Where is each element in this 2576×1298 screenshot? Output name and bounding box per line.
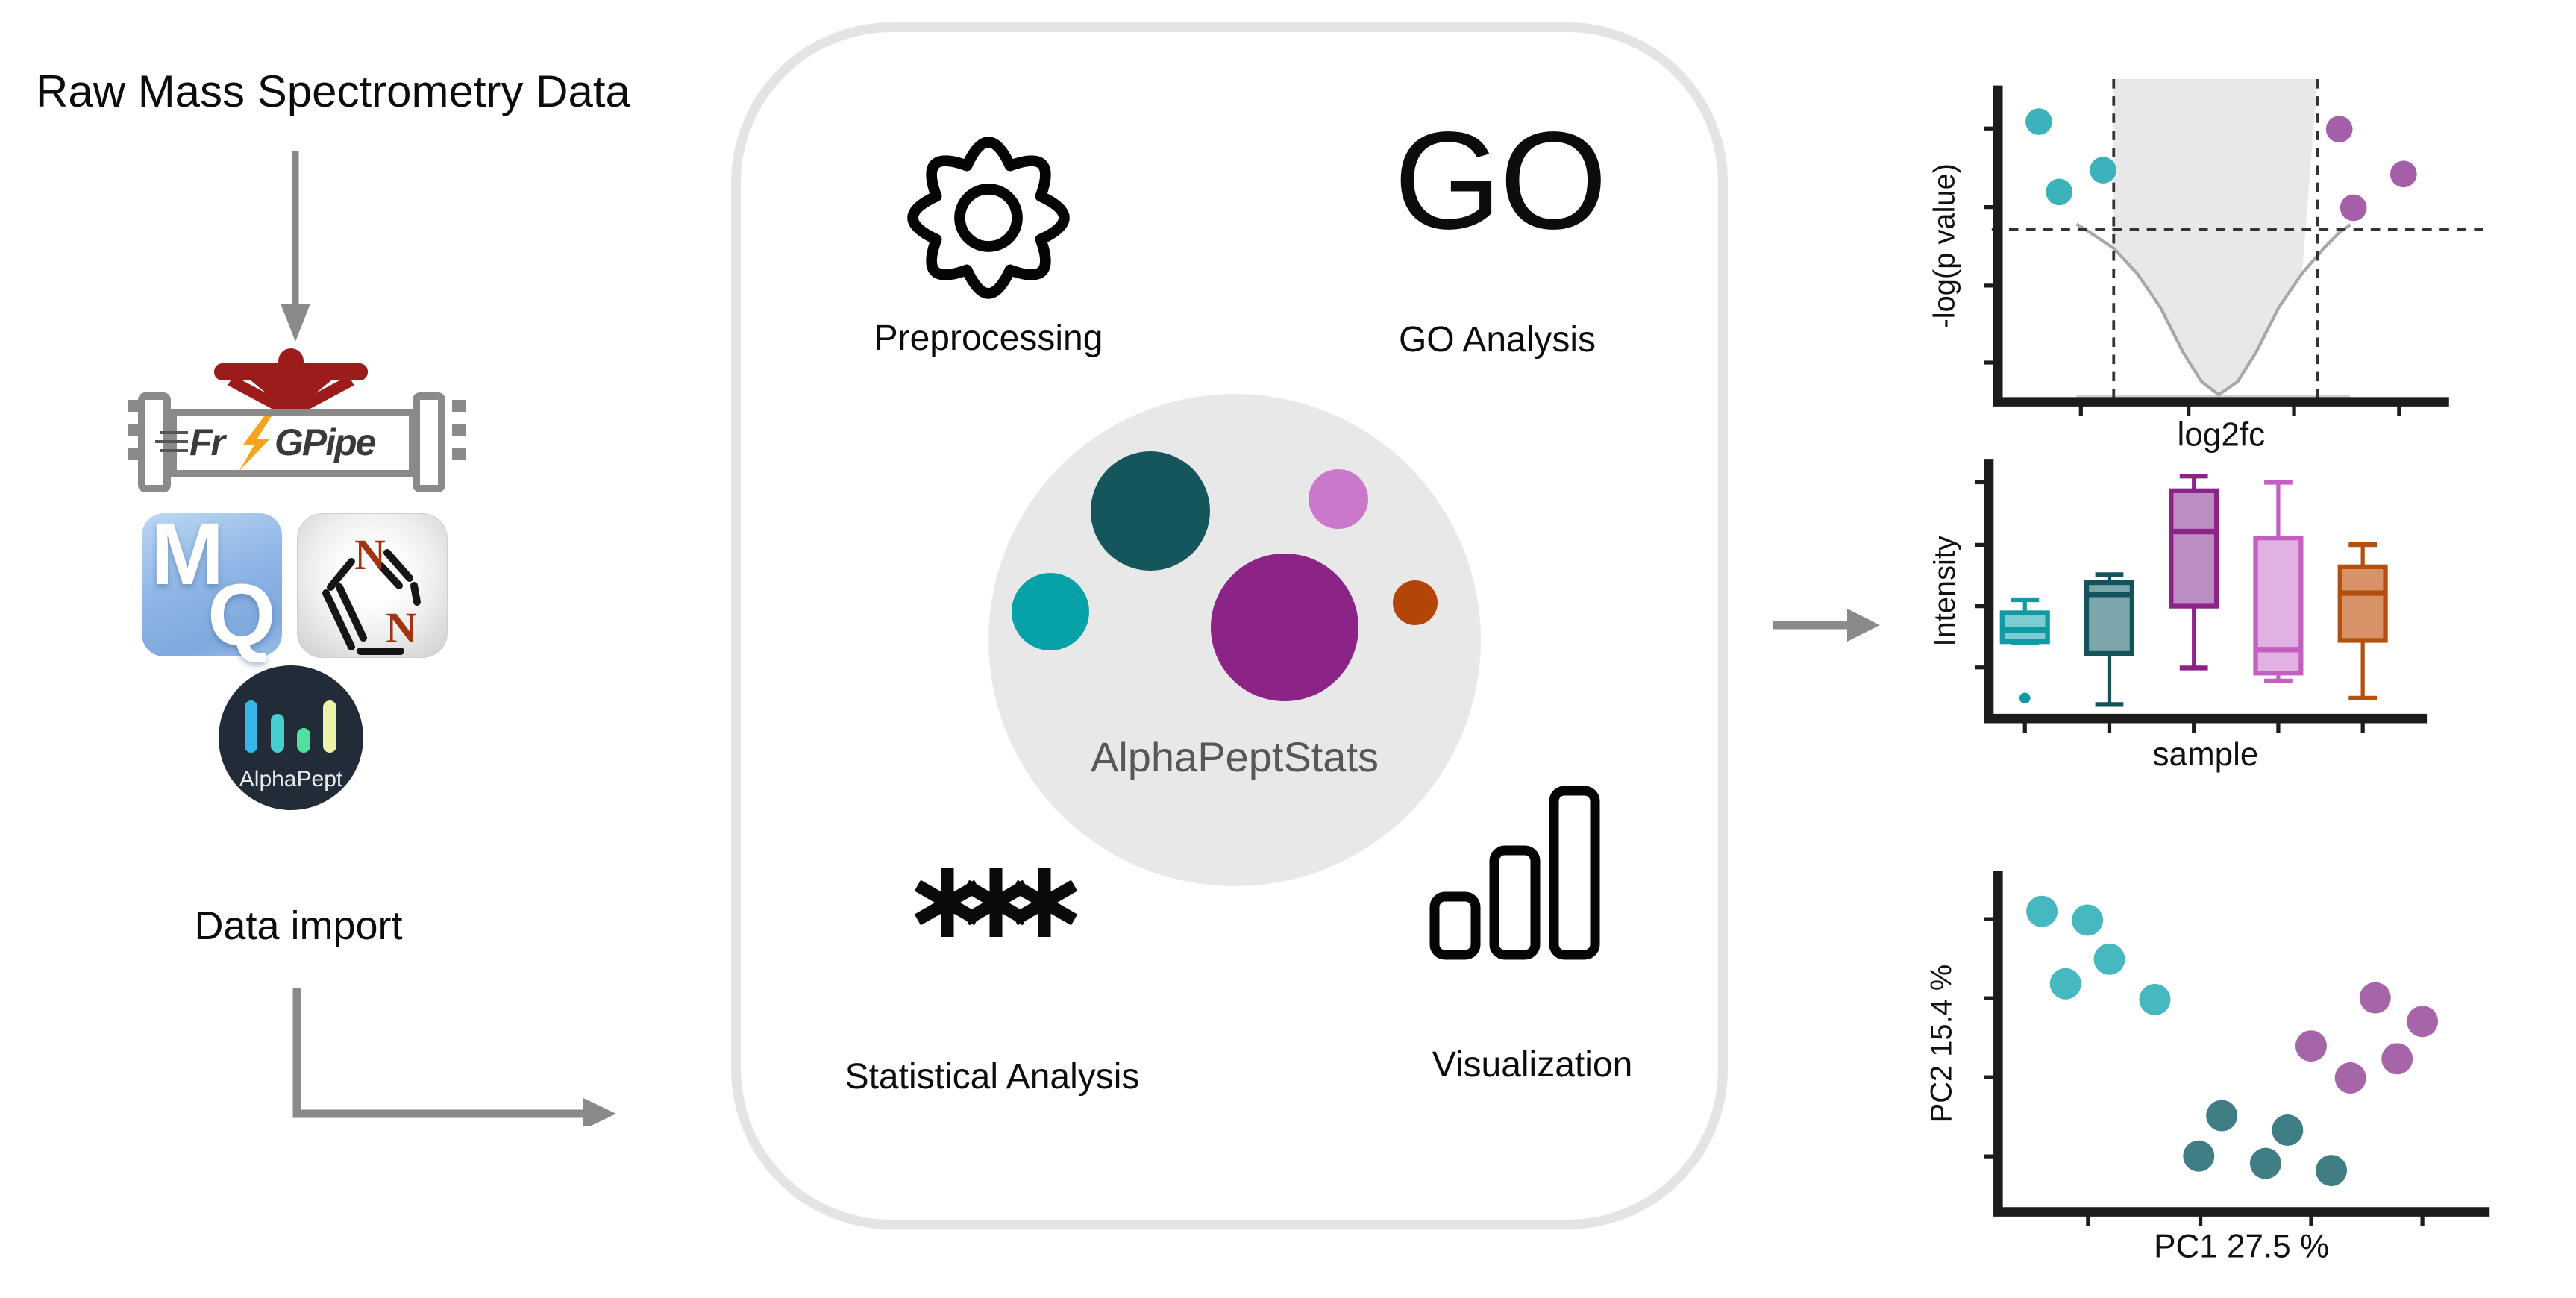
alphapept-bars-icon: AlphaPept	[239, 700, 343, 791]
maxquant-logo: M Q	[142, 505, 282, 665]
down-arrow-icon	[281, 151, 310, 342]
data-point	[2359, 982, 2391, 1014]
data-point	[2389, 160, 2417, 188]
data-point	[2325, 116, 2353, 142]
alphapeptstats-title: AlphaPeptStats	[1090, 733, 1379, 780]
preprocessing-label: Preprocessing	[874, 319, 1103, 358]
fragpipe-logo: Fr GPipe	[128, 348, 466, 492]
box	[2253, 536, 2304, 676]
volcano-plot: log2fc -log(p value)	[1928, 79, 2486, 453]
asterisks-icon	[914, 868, 1078, 937]
data-point	[2249, 1147, 2281, 1179]
data-point	[2072, 904, 2104, 936]
fragpipe-text-left: Fr	[189, 421, 228, 463]
data-point	[2340, 194, 2367, 222]
data-point	[2316, 1155, 2348, 1187]
statistical-analysis-label: Statistical Analysis	[844, 1057, 1140, 1097]
axis-label: log2fc	[2178, 416, 2266, 453]
alphapept-label: AlphaPept	[239, 767, 343, 791]
bubble-purple	[1211, 554, 1358, 701]
data-point	[2139, 983, 2171, 1015]
fragpipe-text-right: GPipe	[275, 421, 376, 463]
axis-label: sample	[2152, 736, 2258, 773]
axis-label: Intensity	[1928, 536, 1961, 646]
data-point	[2046, 178, 2073, 206]
bubble-dark-teal	[1091, 451, 1210, 571]
data-point	[2206, 1100, 2238, 1132]
data-point	[2407, 1006, 2439, 1038]
bubble-teal	[1012, 573, 1089, 650]
data-point	[2295, 1030, 2327, 1062]
data-point	[2334, 1062, 2366, 1094]
visualization-label: Visualization	[1432, 1045, 1633, 1085]
maxquant-letter-m: M	[151, 505, 225, 603]
alphapept-logo: AlphaPept	[219, 665, 363, 810]
outlier-point	[2019, 692, 2031, 704]
valve-handle	[214, 363, 368, 380]
data-import-label: Data import	[194, 903, 403, 948]
flow-arrow-icon	[1773, 609, 1880, 642]
lightning-bolt-icon	[239, 416, 272, 471]
box	[2337, 564, 2388, 643]
bar-chart-icon	[1429, 786, 1600, 960]
bubble-rust	[1393, 580, 1438, 625]
box	[2169, 488, 2219, 609]
nitrogen-atom-bottom: N	[386, 603, 417, 652]
elbow-arrow-icon	[292, 988, 616, 1126]
data-point	[2026, 895, 2058, 927]
data-point	[2381, 1043, 2413, 1075]
raw-data-title: Raw Mass Spectrometry Data	[36, 66, 630, 116]
data-point	[2183, 1140, 2215, 1172]
data-point	[2049, 968, 2081, 1000]
axis-label: PC1 27.5 %	[2154, 1228, 2329, 1264]
axis-label: -log(p value)	[1928, 163, 1961, 329]
axes	[1993, 871, 2490, 1217]
nonsignificant-region	[2113, 79, 2318, 395]
data-point	[2090, 157, 2116, 184]
gear-icon	[907, 137, 1070, 299]
data-point	[2093, 943, 2125, 975]
bubble-orchid	[1309, 469, 1368, 529]
alphapeptstats-box	[731, 22, 1728, 1229]
go-analysis-label: GO Analysis	[1398, 320, 1596, 360]
axis-label: PC2 15.4 %	[1925, 965, 1958, 1123]
go-text-icon: GO	[1394, 104, 1607, 258]
intensity-boxplot: sample Intensity	[1928, 459, 2428, 773]
diann-logo: N N	[297, 513, 448, 658]
data-point	[2025, 108, 2052, 135]
pca-plot: PC1 27.5 % PC2 15.4 %	[1925, 871, 2490, 1264]
ring-molecule-icon: N N	[322, 530, 421, 655]
nitrogen-atom-top: N	[354, 530, 386, 579]
maxquant-letter-q: Q	[207, 566, 276, 665]
data-point	[2272, 1114, 2304, 1146]
